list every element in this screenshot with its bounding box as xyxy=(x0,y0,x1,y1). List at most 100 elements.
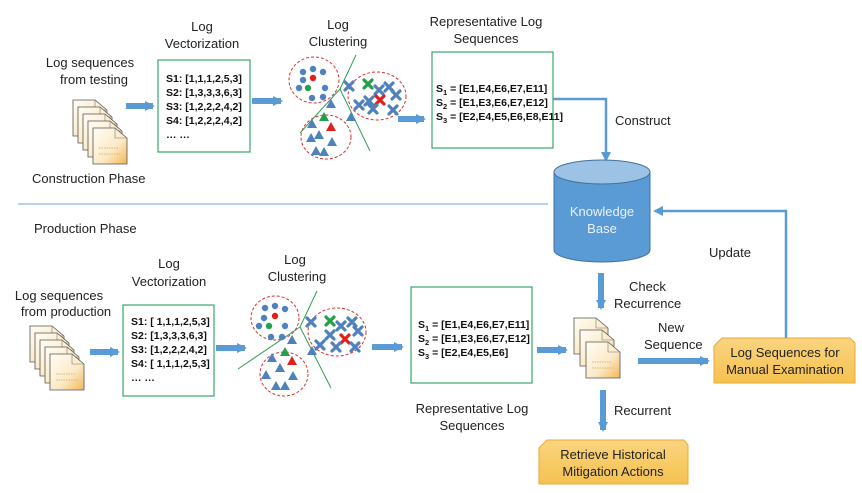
cluster-boundary xyxy=(299,290,318,328)
cluster-points-crosses xyxy=(343,78,402,116)
cluster-point xyxy=(305,316,317,328)
log-files-icon xyxy=(29,325,85,391)
cluster-point xyxy=(326,122,336,131)
cluster-point xyxy=(261,370,271,379)
retrieve-box-line2: Mitigation Actions xyxy=(562,464,664,479)
representatives-box xyxy=(431,51,554,149)
log-sequences-docs-icon xyxy=(573,317,621,379)
vectorization-title-line1: Log xyxy=(158,256,180,271)
vector-row: … … xyxy=(131,372,155,384)
vector-row: S3: [1,2,2,2,4,2] xyxy=(166,101,242,113)
vector-row: S2: [1,3,3,3,6,3] xyxy=(166,87,242,99)
cluster-boundary xyxy=(237,326,301,370)
cluster-point xyxy=(288,371,298,380)
cluster-point xyxy=(314,130,324,139)
representatives-box xyxy=(410,286,533,384)
production-input-label-line1: Log sequences xyxy=(15,288,104,303)
cluster-point xyxy=(287,356,297,365)
cluster-point xyxy=(330,341,342,353)
vectorization-box xyxy=(122,304,215,397)
clustering-title-line1: Log xyxy=(327,17,349,32)
cluster-point xyxy=(299,76,307,84)
cluster-point xyxy=(278,333,286,341)
new-sequence-label-line2: Sequence xyxy=(644,337,703,352)
cluster-point xyxy=(299,68,307,76)
log-files-icon xyxy=(72,99,128,165)
representative-sequence: S1 = [E1,E4,E6,E7,E11] xyxy=(418,319,529,333)
cluster-point xyxy=(319,147,329,156)
vector-row: S1: [1,1,1,2,5,3] xyxy=(166,73,242,85)
clustering-title-line2: Clustering xyxy=(268,269,327,284)
construction-input-label-line1: Log sequences xyxy=(46,55,135,70)
cluster-point xyxy=(319,93,327,101)
cluster-plot xyxy=(288,54,407,160)
cluster-point xyxy=(307,119,317,128)
cluster-point xyxy=(374,94,386,106)
cluster-circle xyxy=(307,307,367,357)
cluster-point xyxy=(353,99,365,111)
recurrent-label: Recurrent xyxy=(614,403,671,418)
cluster-point xyxy=(319,112,329,121)
cluster-boundary xyxy=(299,88,341,134)
vectorization-title-line2: Vectorization xyxy=(165,36,239,51)
manual-box-line1: Log Sequences for xyxy=(730,345,840,360)
cluster-points-circles xyxy=(255,302,289,341)
representative-title-line2: Sequences xyxy=(439,418,505,433)
representative-title-line2: Sequences xyxy=(453,31,519,46)
cluster-point xyxy=(314,339,326,351)
production-phase-label: Production Phase xyxy=(34,221,137,236)
cluster-circle xyxy=(300,114,352,160)
cluster-circle xyxy=(250,295,300,341)
cluster-point xyxy=(306,133,316,142)
update-connector xyxy=(653,206,788,338)
cluster-point xyxy=(281,305,289,313)
vector-row: S4: [ 1,1,1,2,5,3] xyxy=(131,358,210,370)
new-sequence-label-line1: New xyxy=(658,320,685,335)
representative-sequence: S2 = [E1,E3,E6,E7,E12] xyxy=(436,97,548,111)
vector-row: S1: [ 1,1,1,2,5,3] xyxy=(131,316,210,328)
cluster-point xyxy=(267,333,275,341)
retrieve-mitigation-box xyxy=(538,439,689,485)
cluster-plot xyxy=(237,290,367,397)
production-phase: Production Phase Log sequences from prod… xyxy=(15,206,856,485)
cluster-circle xyxy=(347,71,407,121)
cluster-point xyxy=(275,363,285,372)
cluster-point xyxy=(280,381,290,390)
manual-examination-box xyxy=(713,337,856,384)
production-input-label-line2: from production xyxy=(21,304,111,319)
cluster-point xyxy=(271,381,281,390)
cluster-point xyxy=(352,325,364,337)
cluster-point xyxy=(309,65,317,73)
construction-input-label-line2: from testing xyxy=(60,72,128,87)
vector-row: … … xyxy=(166,129,190,141)
representative-sequence: S3 = [E2,E4,E5,E6] xyxy=(418,347,508,361)
cluster-point xyxy=(335,320,347,332)
knowledge-base-label-line1: Knowledge xyxy=(570,204,634,219)
cluster-point xyxy=(261,304,269,312)
cluster-point xyxy=(304,84,312,92)
cluster-points-triangles xyxy=(306,99,356,156)
vectorization-box xyxy=(157,59,251,153)
representative-title-line1: Representative Log xyxy=(430,14,543,29)
cluster-point xyxy=(319,68,327,76)
cluster-point xyxy=(324,329,336,341)
cluster-point xyxy=(308,94,316,102)
construction-phase-label: Construction Phase xyxy=(32,171,145,186)
cluster-points-triangles xyxy=(261,335,317,390)
cluster-boundary xyxy=(299,326,332,389)
cluster-point xyxy=(265,322,273,330)
vectorization-title-line1: Log xyxy=(191,19,213,34)
representative-sequence: S3 = [E2,E4,E5,E6,E8,E11] xyxy=(436,111,563,125)
check-label-line2: Recurrence xyxy=(614,296,681,311)
knowledge-base-cylinder: Knowledge Base xyxy=(553,159,651,263)
cluster-point xyxy=(271,312,279,320)
vector-row: S3: [1,2,2,2,4,2] xyxy=(131,344,207,356)
cluster-point xyxy=(281,322,289,330)
representative-sequence: S1 = [E1,E4,E6,E7,E11] xyxy=(436,83,547,97)
vector-row: S4: [1,2,2,2,4,2] xyxy=(166,115,242,127)
cluster-point xyxy=(346,316,358,328)
knowledge-base-label-line2: Base xyxy=(587,221,617,236)
retrieve-box-line1: Retrieve Historical xyxy=(560,447,666,462)
cluster-point xyxy=(309,74,317,82)
